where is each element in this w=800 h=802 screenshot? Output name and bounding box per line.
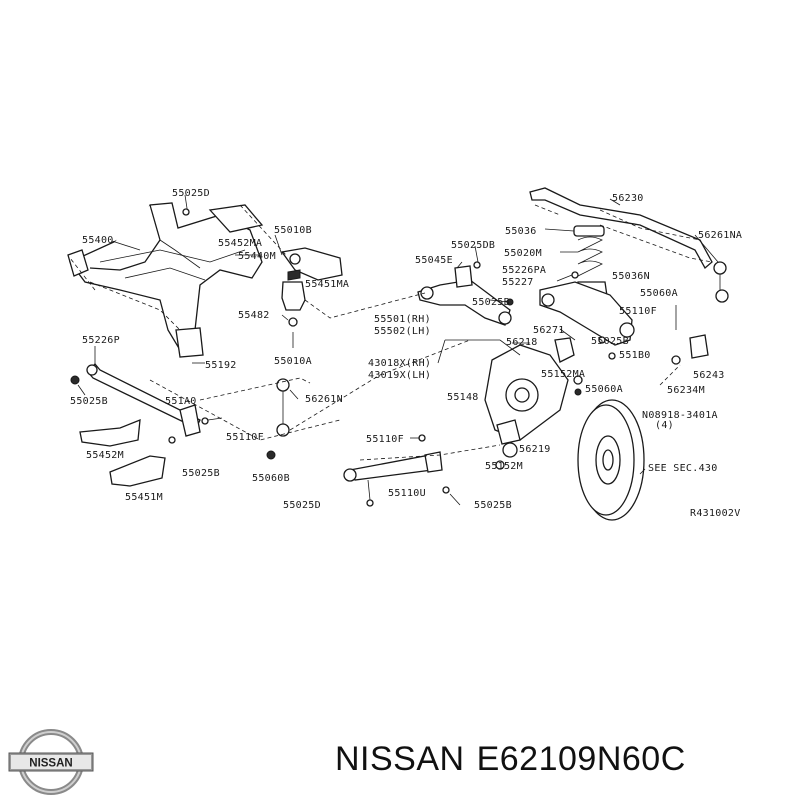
left-links-drawing (70, 362, 223, 487)
label-55025d-top: 55025D (172, 188, 210, 199)
label-qty4: (4) (655, 420, 674, 431)
label-43018x: 43018X(RH) (368, 358, 431, 369)
label-55060a-1: 55060A (585, 384, 623, 395)
label-55110f-right: 55110F (619, 306, 657, 317)
label-56243: 56243 (693, 370, 725, 381)
label-55060a-2: 55060A (640, 288, 678, 299)
label-55025b-3: 55025B (474, 500, 512, 511)
label-55452m: 55452M (86, 450, 124, 461)
part-number-caption: NISSAN E62109N60C (335, 740, 698, 779)
label-55036n: 55036N (612, 271, 650, 282)
nissan-logo-text: NISSAN (29, 758, 72, 770)
label-56261n: 56261N (305, 394, 343, 405)
reference-code: R431002V (690, 508, 741, 519)
dashed-lines (69, 204, 713, 461)
label-56261na: 56261NA (698, 230, 742, 241)
label-08918: N08918-3401A (642, 410, 718, 421)
label-55025d: 55025D (283, 500, 321, 511)
label-55025b-5: 55025B (591, 336, 629, 347)
mount-stack-drawing (280, 247, 343, 348)
label-56271: 56271 (533, 325, 565, 336)
leader-lines (77, 198, 719, 506)
label-55226p: 55226P (82, 335, 120, 346)
label-see-sec-430: SEE SEC.430 (648, 463, 718, 474)
spring-lower-arm-drawing (539, 225, 635, 360)
subframe-drawing (67, 194, 264, 358)
nissan-logo: NISSAN (8, 729, 94, 795)
label-55452ma: 55452MA (218, 238, 262, 249)
label-55025b-4: 55025B (472, 297, 510, 308)
label-55451m: 55451M (125, 492, 163, 503)
label-55110u: 55110U (388, 488, 426, 499)
label-56230: 56230 (612, 193, 644, 204)
brake-disc-drawing (577, 399, 645, 521)
label-55025b-left: 55025B (70, 396, 108, 407)
label-55502lh: 55502(LH) (374, 326, 431, 337)
label-55501rh: 55501(RH) (374, 314, 431, 325)
label-55110f-mid: 55110F (366, 434, 404, 445)
label-55482: 55482 (238, 310, 270, 321)
label-55025db: 55025DB (451, 240, 495, 251)
label-56234m: 56234M (667, 385, 705, 396)
label-56218: 56218 (506, 337, 538, 348)
upper-arm-drawing (417, 261, 514, 326)
label-55025b-2: 55025B (182, 468, 220, 479)
label-55010a: 55010A (274, 356, 312, 367)
label-43019x: 43019X(LH) (368, 370, 431, 381)
label-55152ma: 55152MA (541, 369, 585, 380)
label-551b0: 551B0 (619, 350, 651, 361)
label-55227: 55227 (502, 277, 534, 288)
part-labels: 55025D 55400 55452MA 55010B 55440M 55451… (70, 188, 742, 519)
stabilizer-bar-drawing (529, 187, 729, 365)
label-551a0: 551A0 (165, 396, 197, 407)
label-55451ma: 55451MA (305, 279, 349, 290)
lower-link-drawing (343, 434, 450, 507)
part-number: E62109N60C (476, 740, 686, 778)
stabilizer-link-left-drawing (266, 378, 290, 460)
label-56219: 56219 (519, 444, 551, 455)
label-55060b: 55060B (252, 473, 290, 484)
label-55192: 55192 (205, 360, 237, 371)
label-55110f-left: 55110F (226, 432, 264, 443)
label-55036-top: 55036 (505, 226, 537, 237)
label-55010b: 55010B (274, 225, 312, 236)
knuckle-drawing (484, 337, 583, 470)
label-55226pa: 55226PA (502, 265, 546, 276)
label-55020m: 55020M (504, 248, 542, 259)
brand-name: NISSAN (335, 740, 465, 778)
label-55152m: 55152M (485, 461, 523, 472)
label-55045e: 55045E (415, 255, 453, 266)
label-55148: 55148 (447, 392, 479, 403)
label-55440m: 55440M (238, 251, 276, 262)
label-55400: 55400 (82, 235, 114, 246)
